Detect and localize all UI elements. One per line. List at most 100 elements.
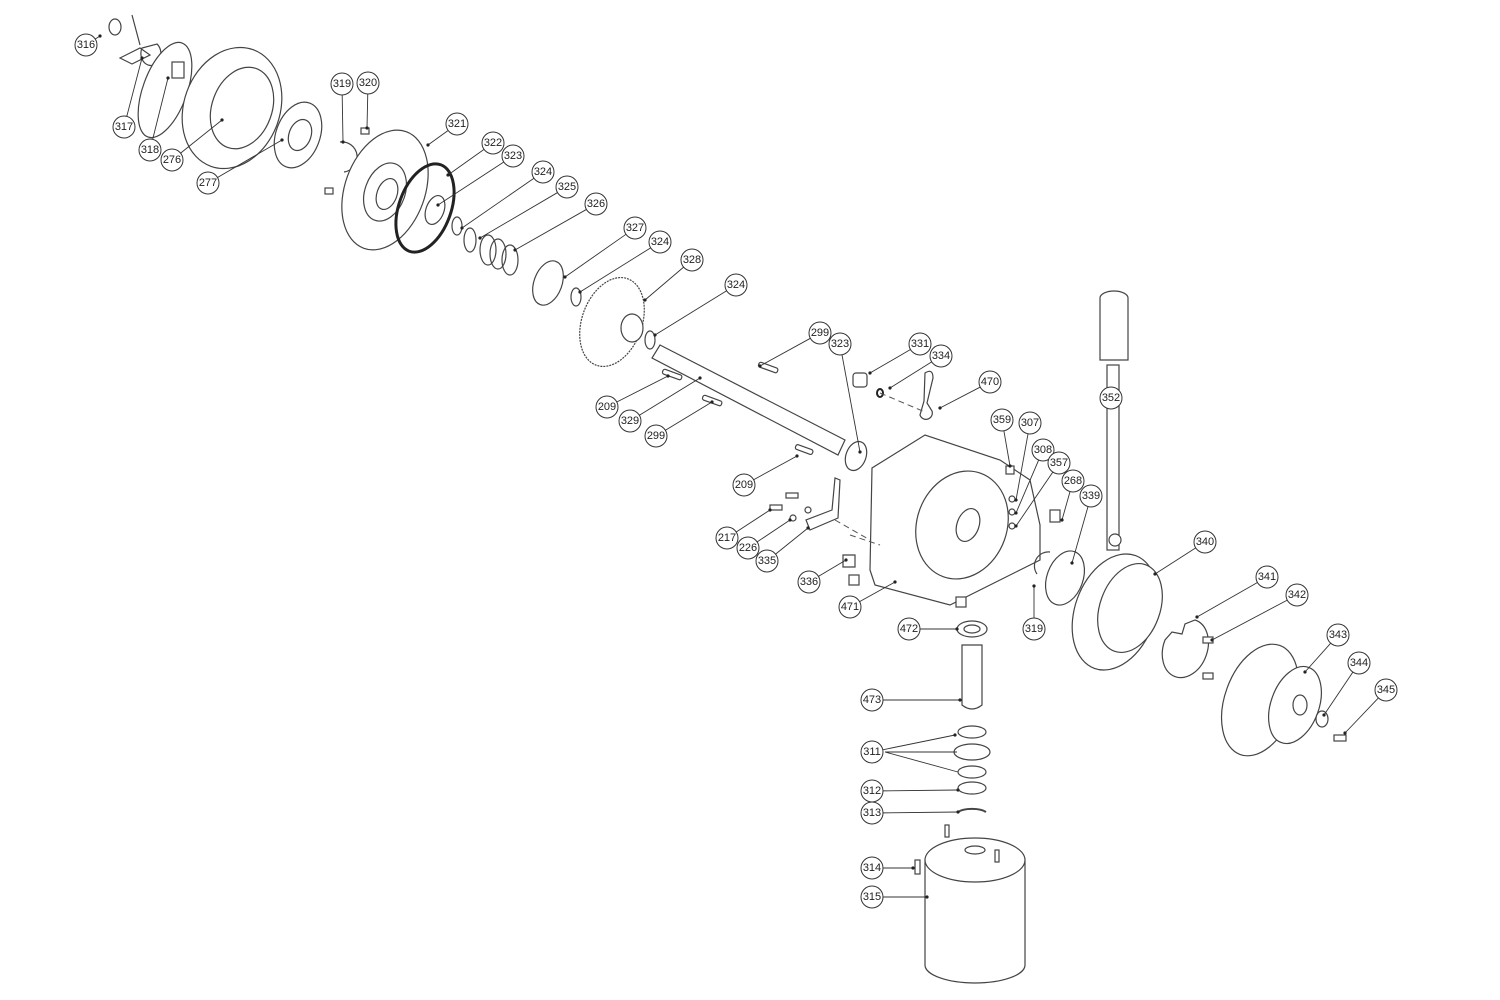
callout-bubble — [732, 473, 756, 497]
callout-344: 344 — [1322, 651, 1371, 717]
leader-line — [1323, 671, 1354, 716]
leader-dot — [478, 236, 482, 240]
leader-dot — [1343, 731, 1347, 735]
callout-bubble — [1255, 565, 1279, 589]
callout-327: 327 — [563, 216, 647, 279]
leader-dot — [955, 627, 959, 631]
leader-line — [366, 93, 369, 129]
part-341-coupling — [1161, 619, 1209, 679]
leader-line — [514, 209, 587, 251]
leader-line — [665, 401, 713, 431]
part-number-label: 268 — [1064, 475, 1082, 487]
part-number-label: 339 — [1082, 490, 1100, 502]
callout-bubble — [860, 740, 884, 764]
leader-dot — [958, 698, 962, 702]
part-number-label: 311 — [863, 746, 881, 758]
callout-bubble — [1326, 623, 1350, 647]
callout-320: 320 — [356, 71, 380, 130]
callout-bubble — [595, 395, 619, 419]
part-328-gear — [579, 276, 645, 368]
callout-bubble — [74, 33, 98, 57]
leader-dot — [795, 454, 799, 458]
part-number-label: 324 — [651, 236, 669, 248]
leader-line — [882, 734, 956, 751]
callout-473: 473 — [860, 688, 962, 712]
leader-dot — [888, 386, 892, 390]
callout-324: 324 — [578, 230, 672, 294]
part-336-plug — [842, 554, 856, 568]
part-number-label: 308 — [1034, 444, 1052, 456]
leader-line — [1015, 459, 1040, 514]
callout-bubble — [755, 549, 779, 573]
leader-dot — [911, 866, 915, 870]
part-number-label: 313 — [863, 807, 881, 819]
leader-dot — [1060, 518, 1064, 522]
leader-line — [859, 581, 896, 603]
leader-line — [884, 751, 959, 773]
part-339-washer — [1044, 550, 1086, 606]
part-number-label: 323 — [831, 338, 849, 350]
leader-line — [180, 119, 223, 154]
callout-bubble — [978, 370, 1002, 394]
callout-bubble — [736, 536, 760, 560]
leader-line — [654, 290, 727, 336]
part-number-label: 328 — [683, 254, 701, 266]
part-473-worm-shaft — [961, 644, 983, 710]
part-number-label: 331 — [911, 338, 929, 350]
part-number-label: 307 — [1021, 417, 1039, 429]
part-number-label: 323 — [504, 150, 522, 162]
callout-bubble — [828, 332, 852, 356]
part-number-label: 343 — [1329, 629, 1347, 641]
callout-bubble — [897, 617, 921, 641]
callout-336: 336 — [797, 558, 848, 594]
leader-dot — [1014, 498, 1018, 502]
leader-dot — [868, 371, 872, 375]
callout-339: 339 — [1070, 484, 1103, 565]
part-number-label: 340 — [1196, 536, 1214, 548]
leader-dot — [460, 226, 464, 230]
part-number-label: 359 — [993, 414, 1011, 426]
leader-line — [1061, 491, 1071, 521]
callout-276: 276 — [160, 118, 224, 172]
callout-308: 308 — [1014, 438, 1055, 515]
part-number-label: 329 — [621, 415, 639, 427]
part-number-label: 325 — [558, 181, 576, 193]
part-number-label: 471 — [841, 601, 859, 613]
callout-268: 268 — [1060, 469, 1085, 522]
leader-dot — [1153, 572, 1157, 576]
part-327-dog-clutch — [532, 260, 564, 306]
callout-bubble — [648, 230, 672, 254]
callout-313: 313 — [860, 801, 960, 825]
leader-dot — [578, 290, 582, 294]
callout-299: 299 — [644, 400, 714, 448]
leader-line — [1196, 582, 1258, 618]
part-number-label: 312 — [863, 785, 881, 797]
callout-bubble — [623, 216, 647, 240]
part-number-label: 327 — [626, 222, 644, 234]
callout-bubble — [1018, 411, 1042, 435]
callout-319: 319 — [330, 72, 354, 144]
part-number-label: 345 — [1377, 684, 1395, 696]
callout-329: 329 — [618, 376, 702, 433]
callout-340: 340 — [1153, 530, 1217, 576]
leader-line — [152, 77, 169, 140]
callout-bubble — [808, 321, 832, 345]
callout-331: 331 — [868, 332, 932, 375]
leader-dot — [768, 508, 772, 512]
callout-341: 341 — [1195, 565, 1279, 619]
leader-line — [869, 349, 911, 374]
leader-line — [735, 509, 771, 533]
leader-line — [479, 192, 558, 239]
leader-line — [1003, 430, 1011, 467]
part-316-nut — [108, 18, 122, 36]
callout-318: 318 — [138, 76, 170, 162]
callout-325: 325 — [478, 175, 579, 240]
callout-bubble — [715, 526, 739, 550]
leader-line — [1304, 642, 1332, 673]
callout-472: 472 — [897, 617, 959, 641]
leader-dot — [1322, 713, 1326, 717]
callout-323: 323 — [436, 144, 525, 207]
part-number-label: 320 — [359, 77, 377, 89]
leader-dot — [140, 56, 144, 60]
leader-line — [427, 130, 449, 146]
